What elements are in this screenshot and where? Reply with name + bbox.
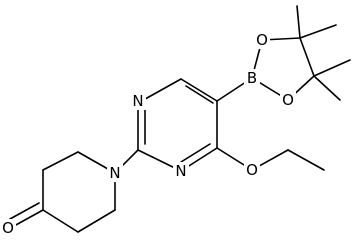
pyrimidine-ring	[137, 78, 218, 172]
atom-o-boronate-bottom: O	[282, 91, 294, 109]
pinacol-boronate	[216, 5, 351, 102]
atom-n-piperidine: N	[109, 164, 120, 182]
atom-labels: N N N O O B O O	[0, 31, 296, 237]
atom-o-ether: O	[246, 161, 258, 179]
piperidinone-ring	[9, 149, 139, 233]
atom-o-ketone: O	[2, 219, 14, 237]
atom-n-ring-top: N	[132, 92, 143, 110]
atom-boron: B	[247, 69, 257, 87]
atom-o-boronate-top: O	[256, 31, 268, 49]
ethoxy-group	[216, 147, 325, 171]
atom-n-ring-bottom: N	[175, 162, 186, 180]
